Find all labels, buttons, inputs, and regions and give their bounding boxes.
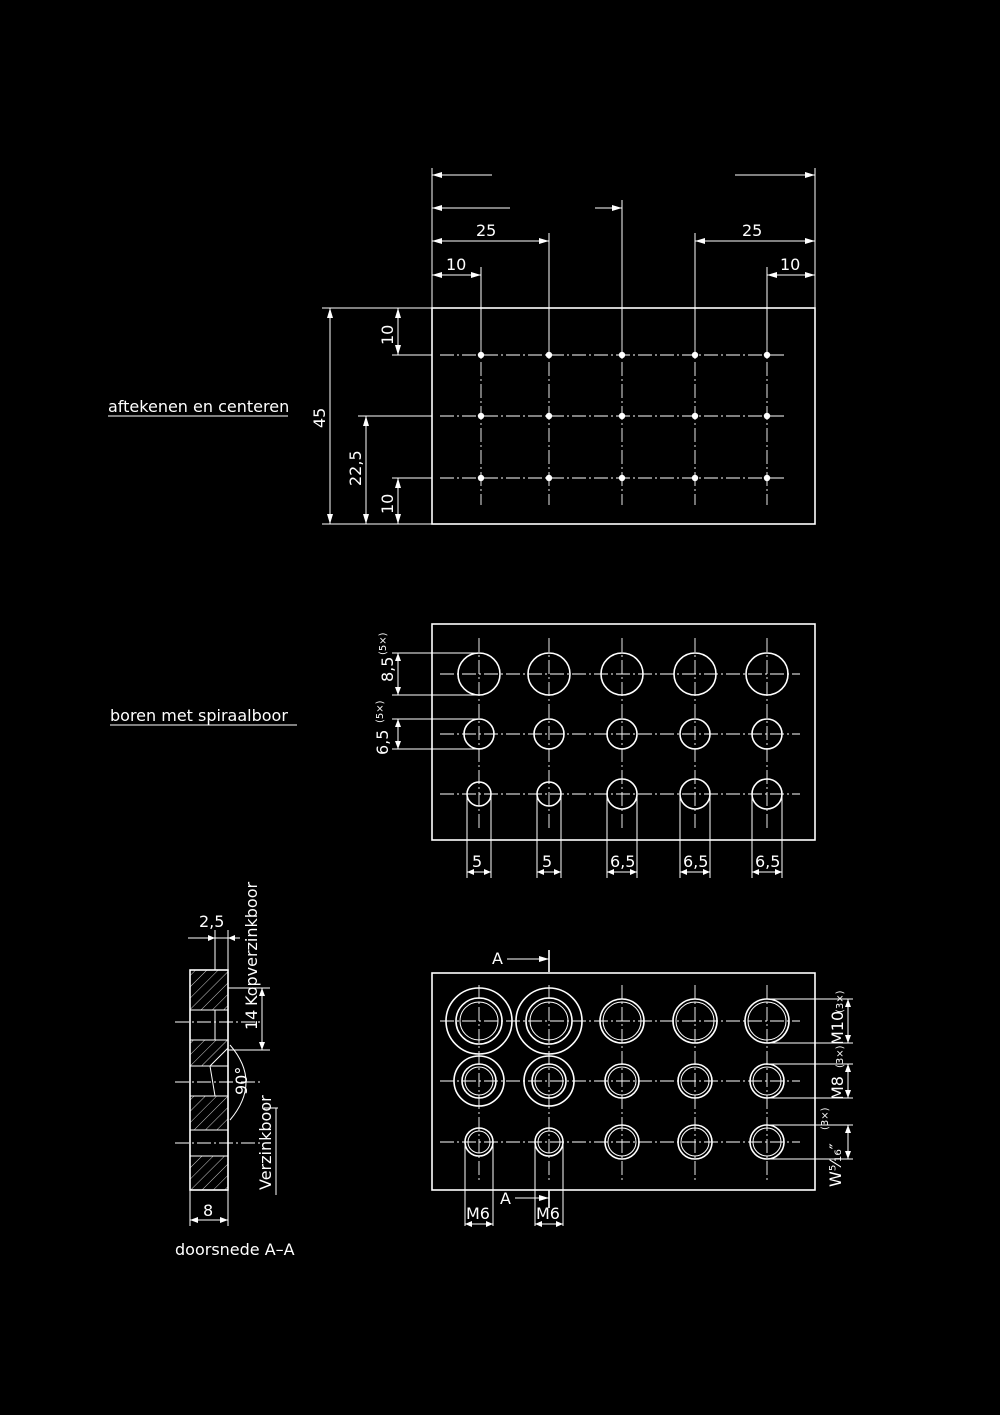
drilling-left-dims: 8,5 (5×) 6,5 (5×) (373, 632, 479, 755)
drill-holes-row-3 (466, 778, 783, 878)
thread-holes-row-3 (464, 1124, 785, 1226)
thread-view: A (431, 949, 853, 1227)
drilling-view: boren met spiraalboor (110, 623, 816, 878)
thread-w-5-16: W⁵⁄₁₆″ (826, 1143, 845, 1187)
label-drilling: boren met spiraalboor (110, 706, 288, 725)
dim-row-bottom-10: 10 (378, 494, 397, 514)
dim-10-left: 10 (446, 255, 466, 274)
thread-right-dims: M10 (3×) M8 (3×) W⁵⁄₁₆″ (3×) (767, 990, 853, 1187)
thread-w-count: (3×) (820, 1107, 831, 1130)
thread-m8-count: (3×) (835, 1045, 846, 1068)
thread-m8: M8 (828, 1076, 847, 1100)
dim-10-right: 10 (780, 255, 800, 274)
thread-m10: M10 (828, 1011, 847, 1045)
thread-holes-row-2 (453, 1055, 785, 1107)
drill-bottom-dim-1: 5 (472, 852, 482, 871)
dim-row-top-10: 10 (378, 325, 397, 345)
thread-m6-right: M6 (536, 1204, 560, 1223)
drill-bottom-dim-3: 6,5 (610, 852, 635, 871)
section-dim-8: 8 (203, 1201, 213, 1220)
thread-plate-outline (431, 972, 816, 1191)
drill-bottom-dim-4: 6,5 (683, 852, 708, 871)
dim-6-5: 6,5 (373, 730, 392, 755)
thread-m6-left: M6 (466, 1204, 490, 1223)
cut-mark-a-top: A (492, 949, 503, 968)
section-dim-14: 14 (242, 1010, 261, 1030)
marking-view: aftekenen en centeren 25 25 10 (108, 168, 816, 525)
drilling-plate-outline (431, 623, 816, 841)
drill-bottom-dim-2: 5 (542, 852, 552, 871)
dim-6-5-count: (5×) (375, 700, 386, 723)
label-marking: aftekenen en centeren (108, 397, 289, 416)
thread-holes-row-1 (445, 987, 790, 1055)
dim-22-5: 22,5 (346, 450, 365, 486)
thread-m10-count: (3×) (835, 990, 846, 1013)
section-label-kopverzinkboor: Kopverzinkboor (242, 881, 261, 1006)
section-angle-90: 90° (232, 1067, 251, 1095)
cut-mark-a-bottom: A (500, 1189, 511, 1208)
drilling-centerlines (440, 638, 800, 830)
section-dim-2-5: 2,5 (199, 912, 224, 931)
dim-height-45: 45 (310, 408, 329, 428)
marking-center-points (477, 351, 771, 482)
drill-bottom-dim-5: 6,5 (755, 852, 780, 871)
label-section: doorsnede A–A (175, 1240, 295, 1259)
dim-8-5-count: (5×) (378, 632, 389, 655)
dim-25-right: 25 (742, 221, 762, 240)
drilling-bottom-dims: 5 5 6,5 6,5 6,5 (467, 852, 782, 875)
section-label-verzinkboor: Verzinkboor (256, 1095, 275, 1190)
section-view: 2,5 14 Kopverzinkboor 90° Verzinkboor 8 … (175, 881, 295, 1259)
dim-8-5: 8,5 (378, 657, 397, 682)
thread-centerlines (440, 985, 800, 1180)
drill-holes-row-1 (457, 652, 789, 696)
dim-25-left: 25 (476, 221, 496, 240)
marking-centerlines (440, 340, 785, 505)
